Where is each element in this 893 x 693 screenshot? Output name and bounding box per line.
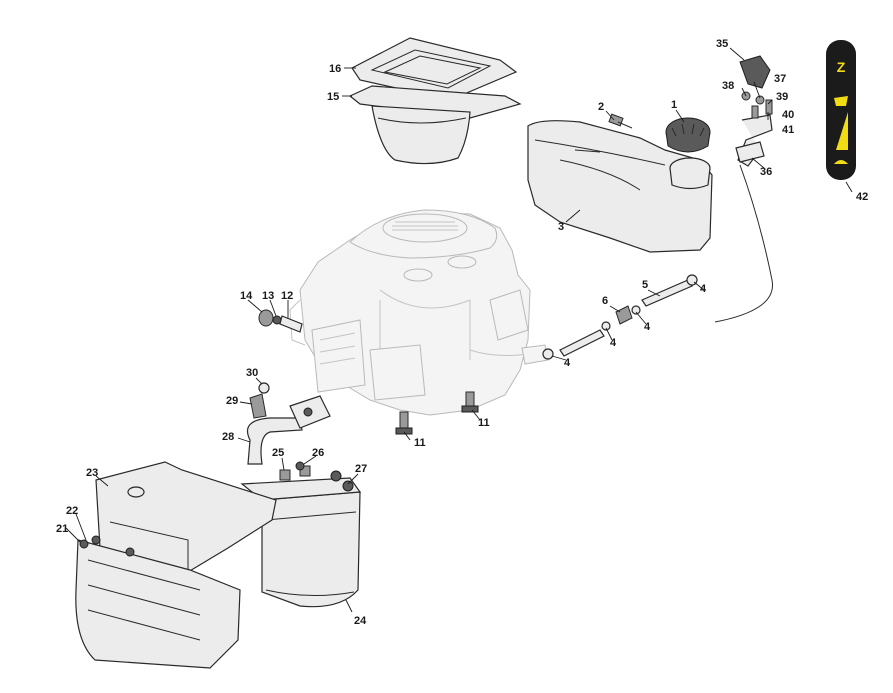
callout-15: 15 — [327, 91, 339, 103]
throttle-decal-glyph: Z — [837, 59, 846, 75]
fuel-cap — [665, 117, 711, 153]
callout-41: 41 — [782, 124, 794, 136]
rabbit-icon — [834, 96, 848, 106]
callout-21: 21 — [56, 523, 68, 535]
spark-plug-set — [258, 309, 303, 333]
tank-bolt — [608, 113, 633, 129]
callout-24: 24 — [354, 615, 367, 627]
callout-6: 6 — [602, 295, 608, 307]
callout-12: 12 — [281, 290, 293, 302]
callout-27: 27 — [355, 463, 367, 475]
callout-4a: 4 — [700, 283, 707, 295]
callout-39: 39 — [776, 91, 788, 103]
callout-13: 13 — [262, 290, 274, 302]
throttle-decal-background — [826, 40, 856, 180]
callout-42: 42 — [856, 191, 868, 203]
callout-30: 30 — [246, 367, 258, 379]
callout-29: 29 — [226, 395, 238, 407]
fuel-tank — [527, 120, 713, 253]
callout-36: 36 — [760, 166, 772, 178]
engine-block — [289, 209, 549, 416]
callout-23: 23 — [86, 467, 98, 479]
callout-16: 16 — [329, 63, 341, 75]
callout-28: 28 — [222, 431, 234, 443]
callout-labels: 1 2 3 4 4 4 4 5 6 11 11 12 13 14 15 16 2… — [56, 38, 868, 627]
heat-shield — [75, 461, 277, 669]
callout-14: 14 — [240, 290, 253, 302]
callout-1: 1 — [671, 99, 677, 111]
callout-37: 37 — [774, 73, 786, 85]
air-filter-element — [348, 85, 522, 165]
callout-5: 5 — [642, 279, 648, 291]
callout-2: 2 — [598, 101, 604, 113]
callout-4b: 4 — [644, 321, 651, 333]
engine-bolts — [395, 391, 479, 435]
air-filter-cover — [351, 37, 518, 101]
muffler — [240, 461, 362, 608]
leader-lines — [65, 47, 853, 613]
turtle-icon — [834, 160, 848, 164]
throttle-decal: Z — [826, 40, 856, 180]
callout-25: 25 — [272, 447, 284, 459]
callout-40: 40 — [782, 109, 794, 121]
callout-26: 26 — [312, 447, 324, 459]
exhaust-pipe-assembly — [246, 382, 331, 465]
fuel-line-assembly — [542, 274, 698, 360]
throttle-control — [714, 55, 774, 323]
callout-35: 35 — [716, 38, 728, 50]
callout-3: 3 — [558, 221, 564, 233]
callout-11a: 11 — [414, 437, 426, 449]
callout-11b: 11 — [478, 417, 490, 429]
callout-22: 22 — [66, 505, 78, 517]
speed-wedge-icon — [836, 112, 848, 150]
callout-4c: 4 — [610, 337, 617, 349]
callout-4d: 4 — [564, 357, 571, 369]
callout-38: 38 — [722, 80, 734, 92]
